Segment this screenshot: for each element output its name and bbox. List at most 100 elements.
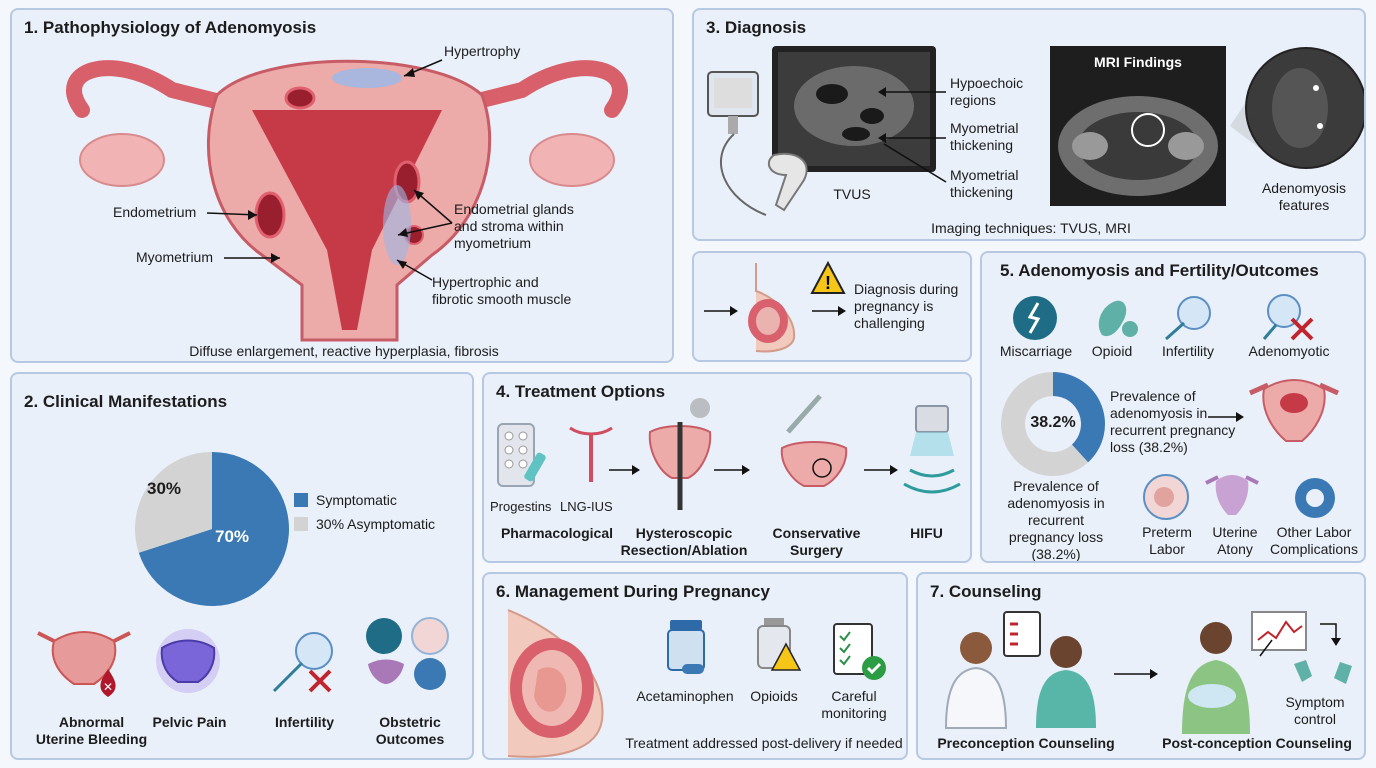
panel-clinical-manifestations: 2. Clinical Manifestations 70% 30% Sympt… [10, 372, 474, 760]
panel-fertility-outcomes: 5. Adenomyosis and Fertility/Outcomes Mi… [980, 251, 1366, 563]
panel-pregnancy-diagnosis: ! Diagnosis during pregnancy is challeng… [692, 251, 972, 362]
label-myometrial-thickening-1: Myometrial thickening [950, 120, 1019, 153]
hysteroscopy-icon [648, 398, 712, 510]
adenomyotic-icon [1262, 294, 1314, 341]
pregnancy-diagnosis-text: Diagnosis during pregnancy is challengin… [854, 281, 959, 331]
hifu-icon [903, 405, 961, 494]
label-careful-monitoring: Careful monitoring [821, 688, 887, 721]
label-postconception-counseling: Post-conception Counseling [1162, 735, 1352, 751]
label-miscarriage: Miscarriage [999, 343, 1073, 359]
label-opioids: Opioids [750, 688, 798, 704]
pie-label-30: 30% [147, 479, 182, 498]
pie-slice-1 [135, 452, 212, 553]
ultrasound-screen [772, 46, 936, 172]
label-symptom-control: Symptom control [1285, 694, 1345, 727]
pill-pack-icon [497, 423, 546, 487]
icon-label-aub: Abnormal Uterine Bleeding [35, 714, 148, 747]
pie-slice-1 [1001, 372, 1089, 476]
panel-title: 4. Treatment Options [496, 382, 666, 401]
acetaminophen-icon [667, 620, 705, 674]
clinical-pie-chart [135, 452, 289, 606]
panel1-caption: Diffuse enlargement, reactive hyperplasi… [189, 343, 499, 359]
pregnant-uterus-illustration [507, 609, 604, 758]
opioids-icon [757, 618, 802, 671]
svg-text:✕: ✕ [103, 680, 113, 694]
symptom-control-icon [1294, 660, 1352, 684]
label-labor-complications: Other Labor Complications [1270, 524, 1358, 557]
label-hypoechoic: Hypoechoic regions [950, 75, 1024, 108]
panel-title: 7. Counseling [930, 582, 1042, 601]
pie-legend: Symptomatic 30% Asymptomatic [294, 492, 435, 532]
pelvic-pain-icon [156, 629, 220, 693]
label-preterm-labor: Preterm Labor [1142, 524, 1192, 557]
label-progestins: Progestins [490, 499, 552, 514]
label-endometrial-glands: Endometrial glands and stroma within myo… [454, 201, 574, 251]
flow-arrows [704, 306, 846, 316]
svg-text:!: ! [825, 273, 831, 293]
uterus-illustration [66, 59, 628, 342]
icon-label-pelvic-pain: Pelvic Pain [152, 714, 227, 730]
preterm-labor-icon [1143, 474, 1189, 520]
label-infertility: Infertility [1161, 343, 1215, 359]
bleeding-uterus-icon: ✕ [37, 631, 131, 697]
label-acetaminophen: Acetaminophen [636, 688, 734, 704]
panel-title: 5. Adenomyosis and Fertility/Outcomes [1000, 261, 1319, 280]
iud-icon [569, 426, 613, 482]
label-preconception-counseling: Preconception Counseling [937, 735, 1115, 751]
panel-treatment-options: 4. Treatment Options Progestins LNG-IUS … [482, 372, 972, 563]
panel3-caption: Imaging techniques: TVUS, MRI [931, 220, 1131, 236]
icon-label-infertility: Infertility [274, 714, 335, 730]
infertility-icon [272, 632, 333, 693]
label-smooth-muscle: Hypertrophic and fibrotic smooth muscle [432, 274, 572, 307]
step-hysteroscopic: Hysteroscopic Resection/Ablation [620, 525, 748, 558]
panel-management-pregnancy: 6. Management During Pregnancy Acetamino… [482, 572, 908, 760]
rpl-donut-chart [1001, 372, 1105, 476]
panel-title: 2. Clinical Manifestations [24, 392, 228, 411]
step-conservative-surgery: Conservative Surgery [772, 525, 861, 558]
label-tvus: TVUS [833, 186, 871, 202]
label-uterine-atony: Uterine Atony [1212, 524, 1258, 557]
label-hypertrophy: Hypertrophy [444, 43, 521, 59]
legend-swatch [294, 517, 308, 531]
rpl-arrow [1208, 412, 1244, 422]
opioid-icon [1098, 300, 1138, 337]
panel6-caption: Treatment addressed post-delivery if nee… [625, 735, 903, 751]
uterus-icon [1248, 379, 1340, 442]
panel-title: 1. Pathophysiology of Adenomyosis [24, 18, 317, 37]
pie-slice-0 [1053, 372, 1105, 463]
label-lng-ius: LNG-IUS [560, 499, 613, 514]
panel-title: 3. Diagnosis [706, 18, 807, 37]
label-adenomyotic: Adenomyotic [1248, 343, 1330, 359]
ultrasound-machine-icon [707, 71, 767, 216]
pie-slice-0 [138, 452, 289, 606]
pregnancy-belly-icon [748, 263, 796, 353]
label-myometrial-thickening-2: Myometrial thickening [950, 167, 1019, 200]
rpl-right-text: Prevalence of adenomyosis in recurrent p… [1110, 388, 1236, 455]
label-opioid: Opioid [1091, 343, 1133, 359]
mother-baby-illustration [1182, 622, 1250, 734]
legend-item: 30% Asymptomatic [294, 516, 435, 532]
symptom-arrows [1259, 623, 1341, 657]
label-myometrium: Myometrium [136, 249, 214, 265]
obstetric-outcomes-icon [366, 617, 449, 690]
warning-icon: ! [810, 260, 846, 294]
doctor-patient-illustration [944, 611, 1096, 729]
monitoring-icon [833, 623, 886, 680]
miscarriage-icon [1013, 296, 1057, 340]
pie-label-70: 70% [215, 527, 250, 546]
legend-label: Symptomatic [316, 492, 397, 508]
surgery-icon [780, 394, 848, 487]
panel-diagnosis: 3. Diagnosis TVUS Hypoechoic regions Myo… [692, 8, 1366, 241]
label-adenomyosis-features: Adenomyosis features [1261, 180, 1347, 213]
step-pharmacological: Pharmacological [500, 525, 614, 541]
panel-title: 6. Management During Pregnancy [496, 582, 770, 601]
diagnosis-arrows [878, 87, 947, 183]
rpl-bottom-text: Prevalence of adenomyosis in recurrent p… [1007, 478, 1105, 562]
ultrasound-probe [767, 152, 808, 212]
mri-image [1050, 46, 1226, 206]
legend-item: Symptomatic [294, 492, 435, 508]
label-endometrium: Endometrium [113, 204, 197, 220]
counseling-arrow [1114, 669, 1158, 679]
treatment-flow-arrows [609, 465, 898, 475]
label-mri-findings: MRI Findings [1094, 54, 1182, 70]
